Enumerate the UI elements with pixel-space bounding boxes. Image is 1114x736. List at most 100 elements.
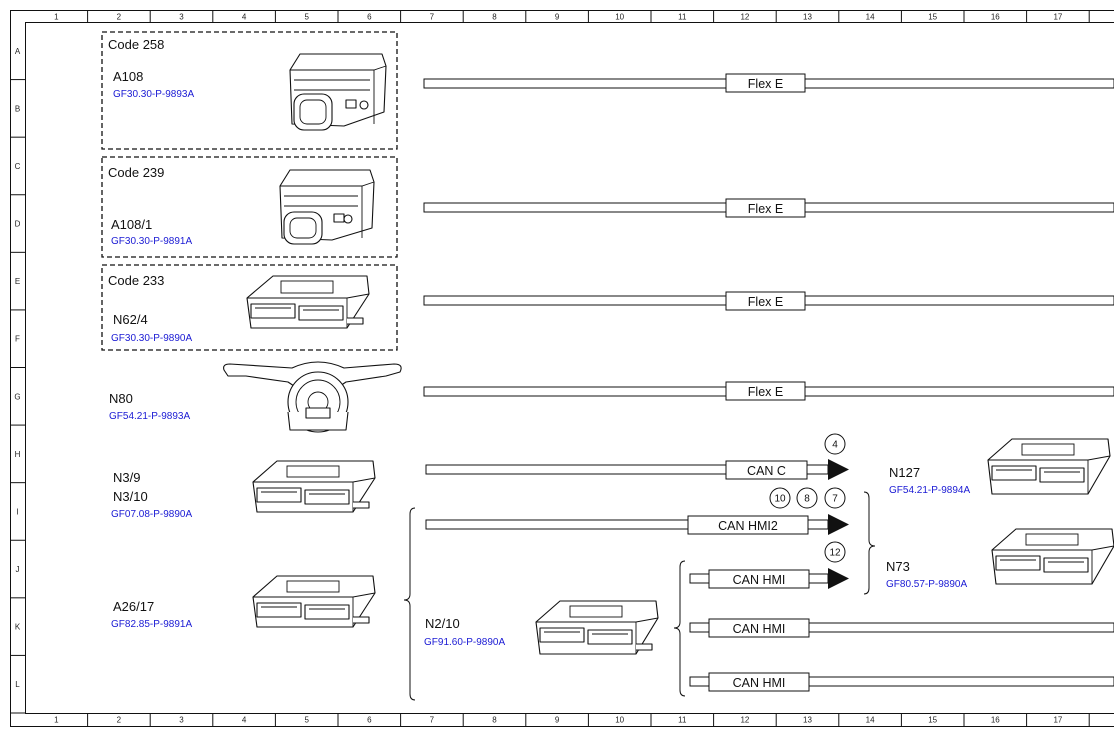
grid-column-label: 1 (54, 716, 59, 725)
ref-n2-10[interactable]: GF91.60-P-9890A (424, 637, 505, 648)
flex-e-label-2: Flex E (748, 202, 783, 216)
grid-row-label: F (15, 335, 20, 344)
grid-column-label: 14 (866, 13, 875, 22)
grid-ruler (10, 11, 1090, 726)
control-unit-a26-17-icon (252, 575, 376, 628)
grid-row-label: D (15, 220, 21, 229)
grid-column-label: 16 (991, 13, 1000, 22)
code-258-label: Code 258 (108, 37, 164, 52)
flex-e-label-3: Flex E (748, 295, 783, 309)
grid-column-label: 10 (615, 13, 624, 22)
ref-n127[interactable]: GF54.21-P-9894A (889, 485, 970, 496)
flex-e-label-box-2 (725, 198, 806, 218)
grid-column-label: 1 (54, 13, 59, 22)
grid-column-label: 7 (430, 716, 435, 725)
frame-outer (10, 10, 1114, 727)
grid-column-label: 12 (740, 13, 749, 22)
grid-column-label: 17 (1053, 716, 1062, 725)
brace-n127-n73 (863, 491, 876, 595)
can-hmi2-arrow-icon (828, 514, 849, 535)
connector-10[interactable]: 10 (769, 487, 791, 509)
connector-8[interactable]: 8 (796, 487, 818, 509)
brace-n2-10-left (403, 507, 416, 701)
grid-row-label: A (15, 47, 21, 56)
component-n3-9: N3/9 (113, 470, 140, 485)
brace-n2-10-right (673, 560, 686, 697)
grid-row-label: H (15, 450, 21, 459)
connector-7[interactable]: 7 (824, 487, 846, 509)
can-c-label: CAN C (747, 464, 786, 478)
can-hmi-arrow-icon (828, 568, 849, 589)
control-unit-n73-icon (991, 528, 1114, 585)
component-n80: N80 (109, 391, 133, 406)
frame-inner (25, 22, 1114, 714)
grid-column-label: 12 (740, 716, 749, 725)
can-c-arrow-icon (828, 459, 849, 480)
code-233-label: Code 233 (108, 273, 164, 288)
sensor-a108-1-icon (279, 169, 375, 245)
component-n73: N73 (886, 559, 910, 574)
svg-text:4: 4 (832, 440, 838, 451)
can-hmi-label-box-1 (708, 569, 810, 589)
ref-a108-1[interactable]: GF30.30-P-9891A (111, 236, 192, 247)
ref-n80[interactable]: GF54.21-P-9893A (109, 411, 190, 422)
svg-text:10: 10 (774, 494, 786, 505)
option-box-code-233 (101, 264, 398, 351)
component-a108-1: A108/1 (111, 217, 152, 232)
component-n127: N127 (889, 465, 920, 480)
flex-e-label-box-4 (725, 381, 806, 401)
grid-column-label: 8 (492, 13, 497, 22)
component-n3-10: N3/10 (113, 489, 148, 504)
can-hmi-bus-3[interactable] (689, 676, 1114, 687)
grid-column-label: 4 (242, 13, 247, 22)
ref-a26-17[interactable]: GF82.85-P-9891A (111, 619, 192, 630)
grid-column-label: 5 (304, 716, 309, 725)
grid-column-label: 13 (803, 13, 812, 22)
flex-e-label-4: Flex E (748, 385, 783, 399)
grid-row-label: C (15, 162, 21, 171)
can-hmi-label-box-2 (708, 618, 810, 638)
grid-column-label: 8 (492, 716, 497, 725)
grid-labels: 1122334455667788991010111112121313141415… (14, 13, 1063, 725)
grid-column-label: 6 (367, 13, 372, 22)
connector-12[interactable]: 12 (824, 541, 846, 563)
component-a108: A108 (113, 69, 143, 84)
grid-row-label: G (14, 392, 20, 401)
svg-text:12: 12 (829, 548, 841, 559)
grid-column-label: 13 (803, 716, 812, 725)
svg-text:8: 8 (804, 494, 810, 505)
grid-column-label: 17 (1053, 13, 1062, 22)
code-239-label: Code 239 (108, 165, 164, 180)
component-n2-10: N2/10 (425, 616, 460, 631)
can-hmi-bus-2[interactable] (689, 622, 1114, 633)
grid-row-label: E (15, 277, 20, 286)
component-a26-17: A26/17 (113, 599, 154, 614)
ref-n62-4[interactable]: GF30.30-P-9890A (111, 333, 192, 344)
option-box-code-258 (101, 31, 398, 150)
ref-n3[interactable]: GF07.08-P-9890A (111, 509, 192, 520)
control-unit-n3-icon (252, 460, 376, 513)
sensor-a108-icon (289, 53, 387, 131)
can-c-label-box (725, 460, 808, 480)
svg-text:7: 7 (832, 494, 838, 505)
grid-column-label: 3 (179, 716, 184, 725)
grid-column-label: 14 (866, 716, 875, 725)
grid-row-label: I (16, 507, 18, 516)
component-n62-4: N62/4 (113, 312, 148, 327)
control-unit-n2-10-icon (535, 600, 659, 655)
grid-column-label: 2 (117, 13, 122, 22)
grid-column-label: 5 (304, 13, 309, 22)
grid-column-label: 15 (928, 13, 937, 22)
option-box-code-239 (101, 156, 398, 258)
connector-4[interactable]: 4 (824, 433, 846, 455)
grid-column-label: 15 (928, 716, 937, 725)
ref-a108[interactable]: GF30.30-P-9893A (113, 89, 194, 100)
grid-column-label: 16 (991, 716, 1000, 725)
flex-e-label-box-1 (725, 73, 806, 93)
ref-n73[interactable]: GF80.57-P-9890A (886, 579, 967, 590)
grid-column-label: 3 (179, 13, 184, 22)
can-hmi-label-3: CAN HMI (733, 676, 786, 690)
grid-column-label: 10 (615, 716, 624, 725)
can-hmi2-label-box (687, 515, 809, 535)
grid-row-label: K (15, 623, 21, 632)
